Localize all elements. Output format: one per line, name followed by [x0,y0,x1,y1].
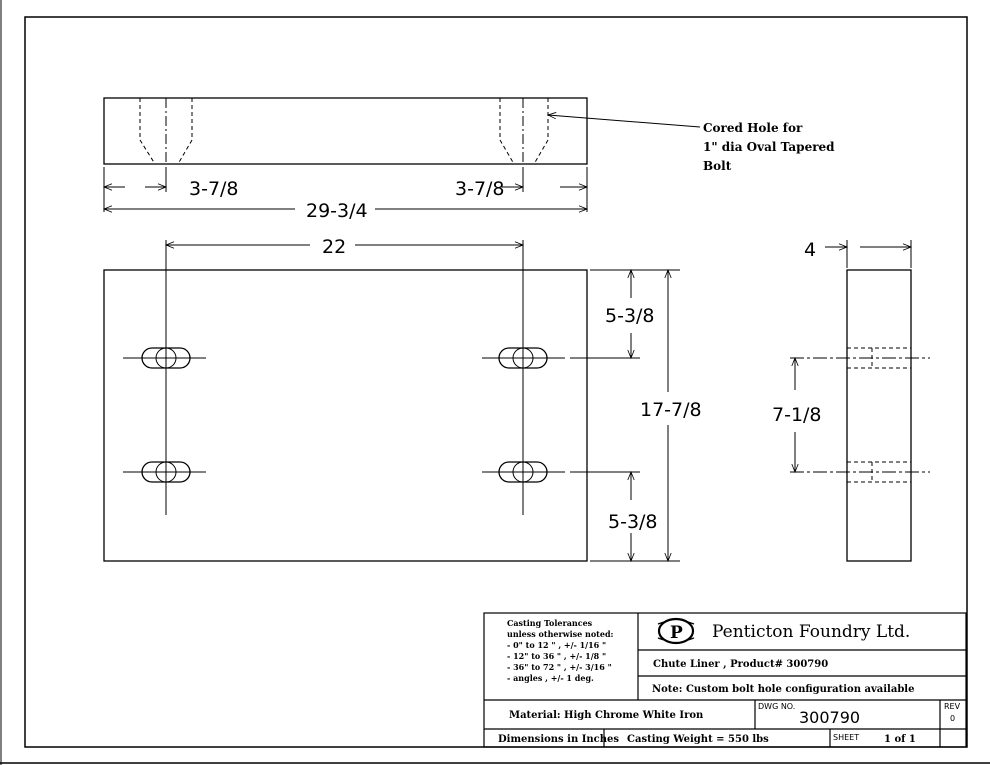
sheet-label: SHEET [833,733,859,742]
sheet-number: 1 of 1 [884,734,916,745]
callout-line-1: Cored Hole for [703,121,803,135]
dim-overall-length: 29-3/4 [306,200,368,222]
tolerance-line-4: - 12" to 36 " , +/- 1/8 " [507,651,606,661]
revision-value: 0 [950,714,955,723]
dim-top-edge: 5-3/8 [605,305,655,327]
cored-hole-left [139,98,193,165]
side-view [790,240,930,562]
callout-leader [546,112,701,128]
part-title: Chute Liner , Product# 300790 [653,659,828,670]
top-view-outline [103,97,588,165]
top-view [102,97,701,213]
logo-letter: P [670,623,683,643]
callout-line-3: Bolt [703,159,732,173]
dimensions-unit: Dimensions in Inches [498,734,619,745]
tolerance-line-5: - 36" to 72 " , +/- 3/16 " [507,662,612,672]
revision-label: REV [944,702,961,711]
dim-thickness: 4 [804,239,816,261]
title-block [483,612,967,748]
casting-weight: Casting Weight = 550 lbs [627,734,769,745]
drawing-number-label: DWG NO. [758,702,795,711]
front-view [103,240,680,563]
cored-hole-right [499,98,549,165]
company-name: Penticton Foundry Ltd. [712,622,910,642]
dim-top-left: 3-7/8 [189,178,239,200]
dim-bottom-edge: 5-3/8 [608,511,658,533]
tolerance-line-6: - angles , +/- 1 deg. [507,673,594,683]
company-logo [657,617,695,645]
dim-side-spacing: 7-1/8 [772,404,822,426]
dim-hole-spacing: 22 [322,236,346,258]
config-note: Note: Custom bolt hole configuration ava… [652,684,914,695]
front-view-outline [103,269,588,562]
dim-height: 17-7/8 [640,399,702,421]
tolerance-line-2: unless otherwise noted: [507,629,614,639]
tolerance-line-1: Casting Tolerances [507,618,593,628]
material: Material: High Chrome White Iron [509,710,704,721]
side-view-outline [846,269,912,562]
callout-line-2: 1" dia Oval Tapered [703,140,835,154]
dim-top-right: 3-7/8 [455,178,505,200]
drawing-number: 300790 [799,708,860,727]
tolerance-line-3: - 0" to 12 " , +/- 1/16 " [507,640,606,650]
